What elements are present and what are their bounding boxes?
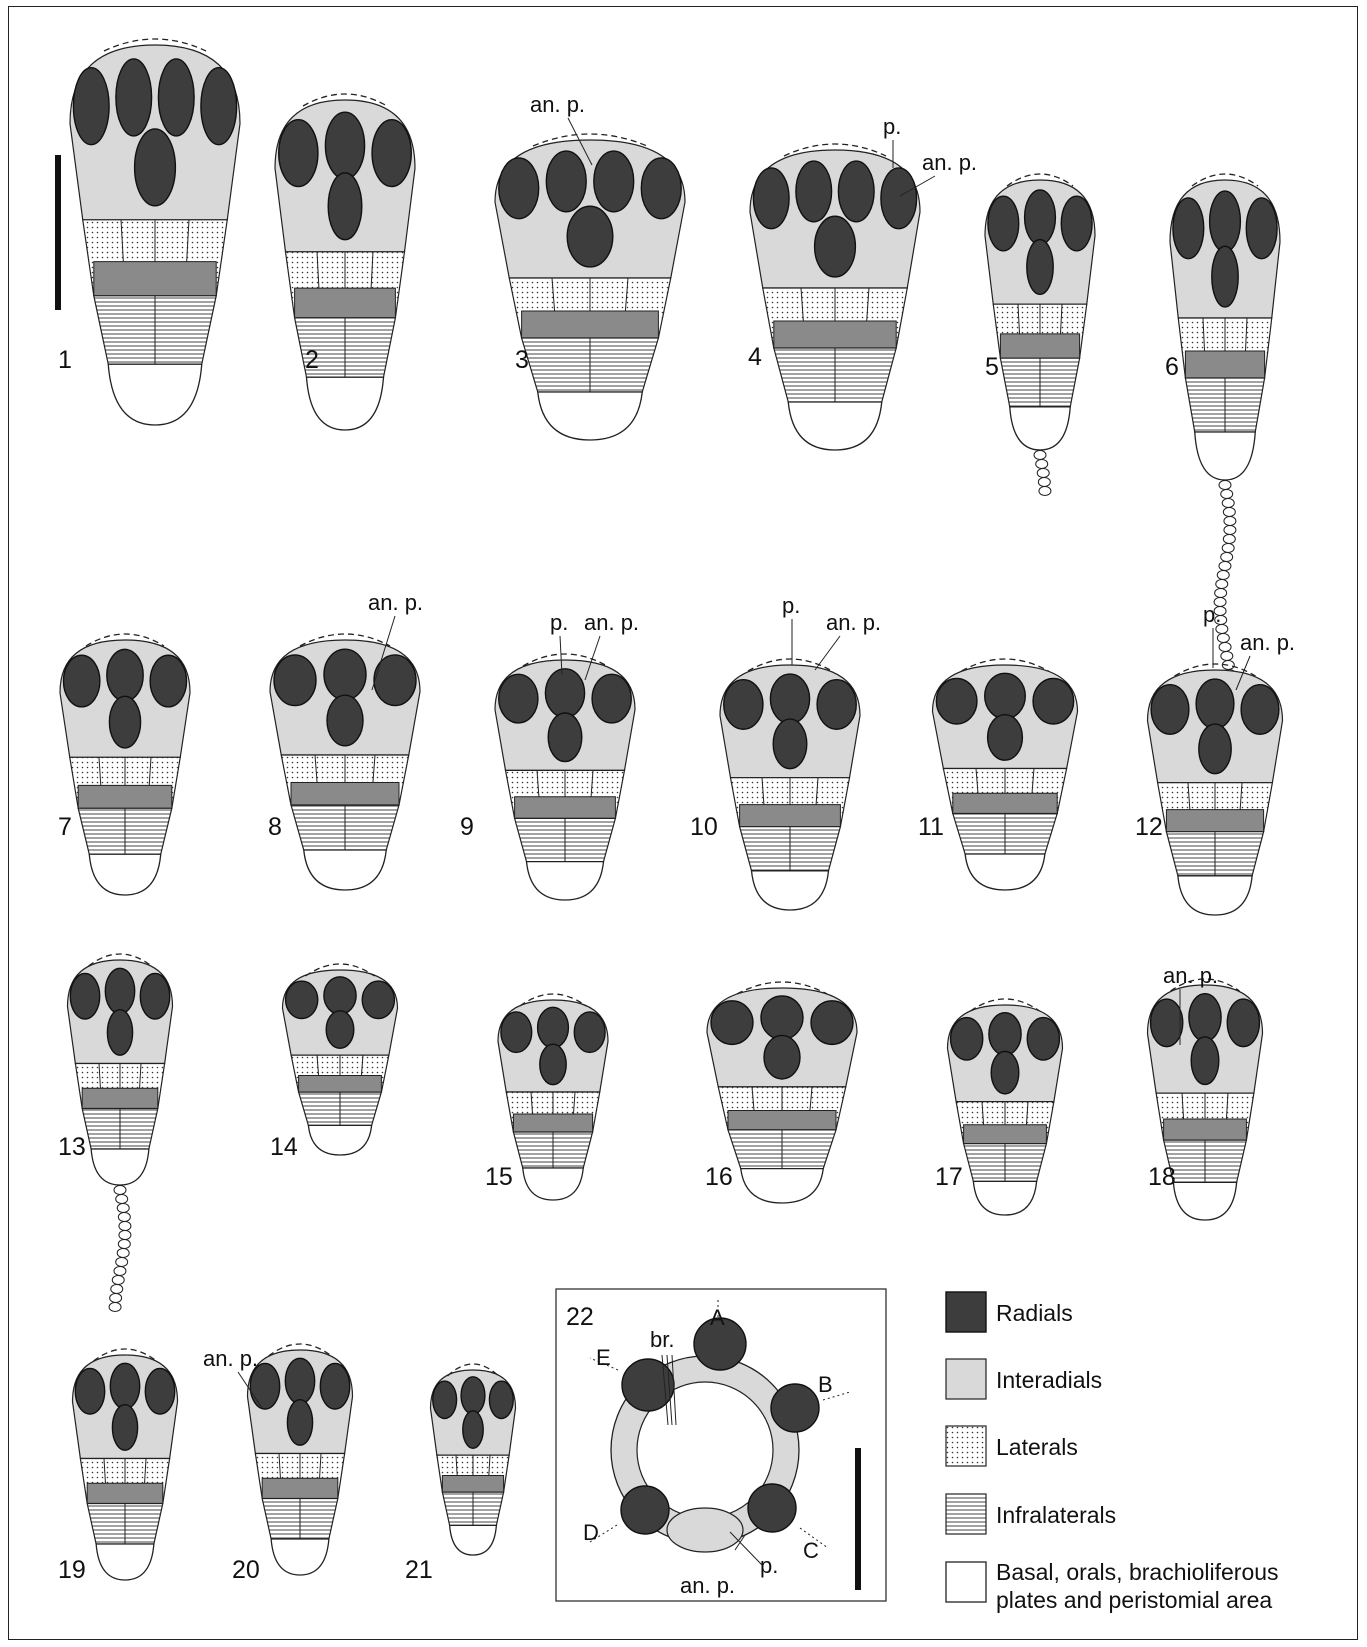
legend-label-radials: Radials (996, 1300, 1073, 1326)
legend-swatch-radials (946, 1292, 986, 1332)
orient-d: D (583, 1520, 599, 1545)
legend-label-laterals: Laterals (996, 1434, 1078, 1460)
label-br: br. (650, 1327, 674, 1352)
fignum-12: 12 (1135, 813, 1163, 841)
label-p-fig22: p. (760, 1553, 778, 1578)
orient-a: A (710, 1305, 725, 1330)
legend-swatch-interadials (946, 1359, 986, 1399)
specimen-10 (720, 659, 860, 910)
specimen-15 (498, 994, 608, 1200)
specimen-19 (73, 1349, 178, 1580)
fignum-19: 19 (58, 1556, 86, 1584)
fignum-11: 11 (918, 813, 944, 841)
radial-d (621, 1486, 669, 1534)
label-p-fig4: p. (883, 114, 901, 139)
fignum-9: 9 (460, 813, 474, 841)
label-an-p-fig18: an. p. (1163, 963, 1218, 988)
legend-swatch-basal (946, 1562, 986, 1602)
label-p-fig12: p. (1203, 602, 1221, 627)
fignum-21: 21 (405, 1556, 433, 1584)
label-an-p-fig22: an. p. (680, 1573, 735, 1598)
specimen-3 (495, 134, 685, 440)
specimen-11 (933, 659, 1078, 890)
leader-an-p-fig10 (815, 636, 840, 670)
label-an-p-fig3: an. p. (530, 92, 585, 117)
fignum-17: 17 (935, 1163, 963, 1191)
label-an-p-fig12: an. p. (1240, 630, 1295, 655)
fignum-5: 5 (985, 353, 999, 381)
fignum-13: 13 (58, 1133, 86, 1161)
fignum-2: 2 (305, 346, 319, 374)
inset-figure-22: 22 A B C D E br. p. an. p. (556, 1289, 886, 1601)
specimen-4 (750, 144, 920, 450)
fignum-15: 15 (485, 1163, 513, 1191)
fignum-22: 22 (566, 1303, 594, 1331)
specimen-17 (948, 999, 1063, 1215)
specimen-7 (60, 634, 190, 895)
label-an-p-fig9: an. p. (584, 610, 639, 635)
specimen-12 (1148, 664, 1283, 915)
radial-b (771, 1384, 819, 1432)
fignum-3: 3 (515, 346, 529, 374)
specimen-21 (431, 1364, 516, 1555)
fignum-14: 14 (270, 1133, 298, 1161)
fignum-10: 10 (690, 813, 718, 841)
specimen-2 (275, 94, 415, 430)
specimen-6 (1170, 174, 1280, 706)
fignum-7: 7 (58, 813, 72, 841)
legend-label-interadials: Interadials (996, 1367, 1102, 1393)
label-an-p-fig20: an. p. (203, 1346, 258, 1371)
specimen-8 (270, 634, 420, 890)
legend-label-basal-1: Basal, orals, brachioliferous (996, 1559, 1279, 1585)
specimen-9 (495, 654, 635, 900)
legend-swatch-laterals (946, 1426, 986, 1466)
fignum-8: 8 (268, 813, 282, 841)
orient-b: B (818, 1372, 833, 1397)
orient-e: E (596, 1345, 611, 1370)
fignum-4: 4 (748, 343, 762, 371)
specimen-14 (283, 964, 398, 1155)
label-an-p-fig10: an. p. (826, 610, 881, 635)
fignum-1: 1 (58, 346, 72, 374)
legend-label-infralaterals: Infralaterals (996, 1502, 1116, 1528)
specimen-1 (70, 39, 240, 425)
fignum-6: 6 (1165, 353, 1179, 381)
specimen-20 (248, 1344, 353, 1575)
legend-label-basal-2: plates and peristomial area (996, 1587, 1272, 1613)
legend: Radials Interadials Laterals Infralatera… (946, 1292, 1279, 1613)
orient-c: C (803, 1538, 819, 1563)
label-p-fig9: p. (550, 610, 568, 635)
fignum-18: 18 (1148, 1163, 1176, 1191)
legend-swatch-infralaterals (946, 1494, 986, 1534)
fignum-20: 20 (232, 1556, 260, 1584)
label-an-p-fig8: an. p. (368, 590, 423, 615)
specimen-5 (985, 174, 1095, 496)
fignum-16: 16 (705, 1163, 733, 1191)
label-an-p-fig4: an. p. (922, 150, 977, 175)
label-p-fig10: p. (782, 593, 800, 618)
radial-c (748, 1484, 796, 1532)
anal-pyramid (667, 1508, 743, 1552)
